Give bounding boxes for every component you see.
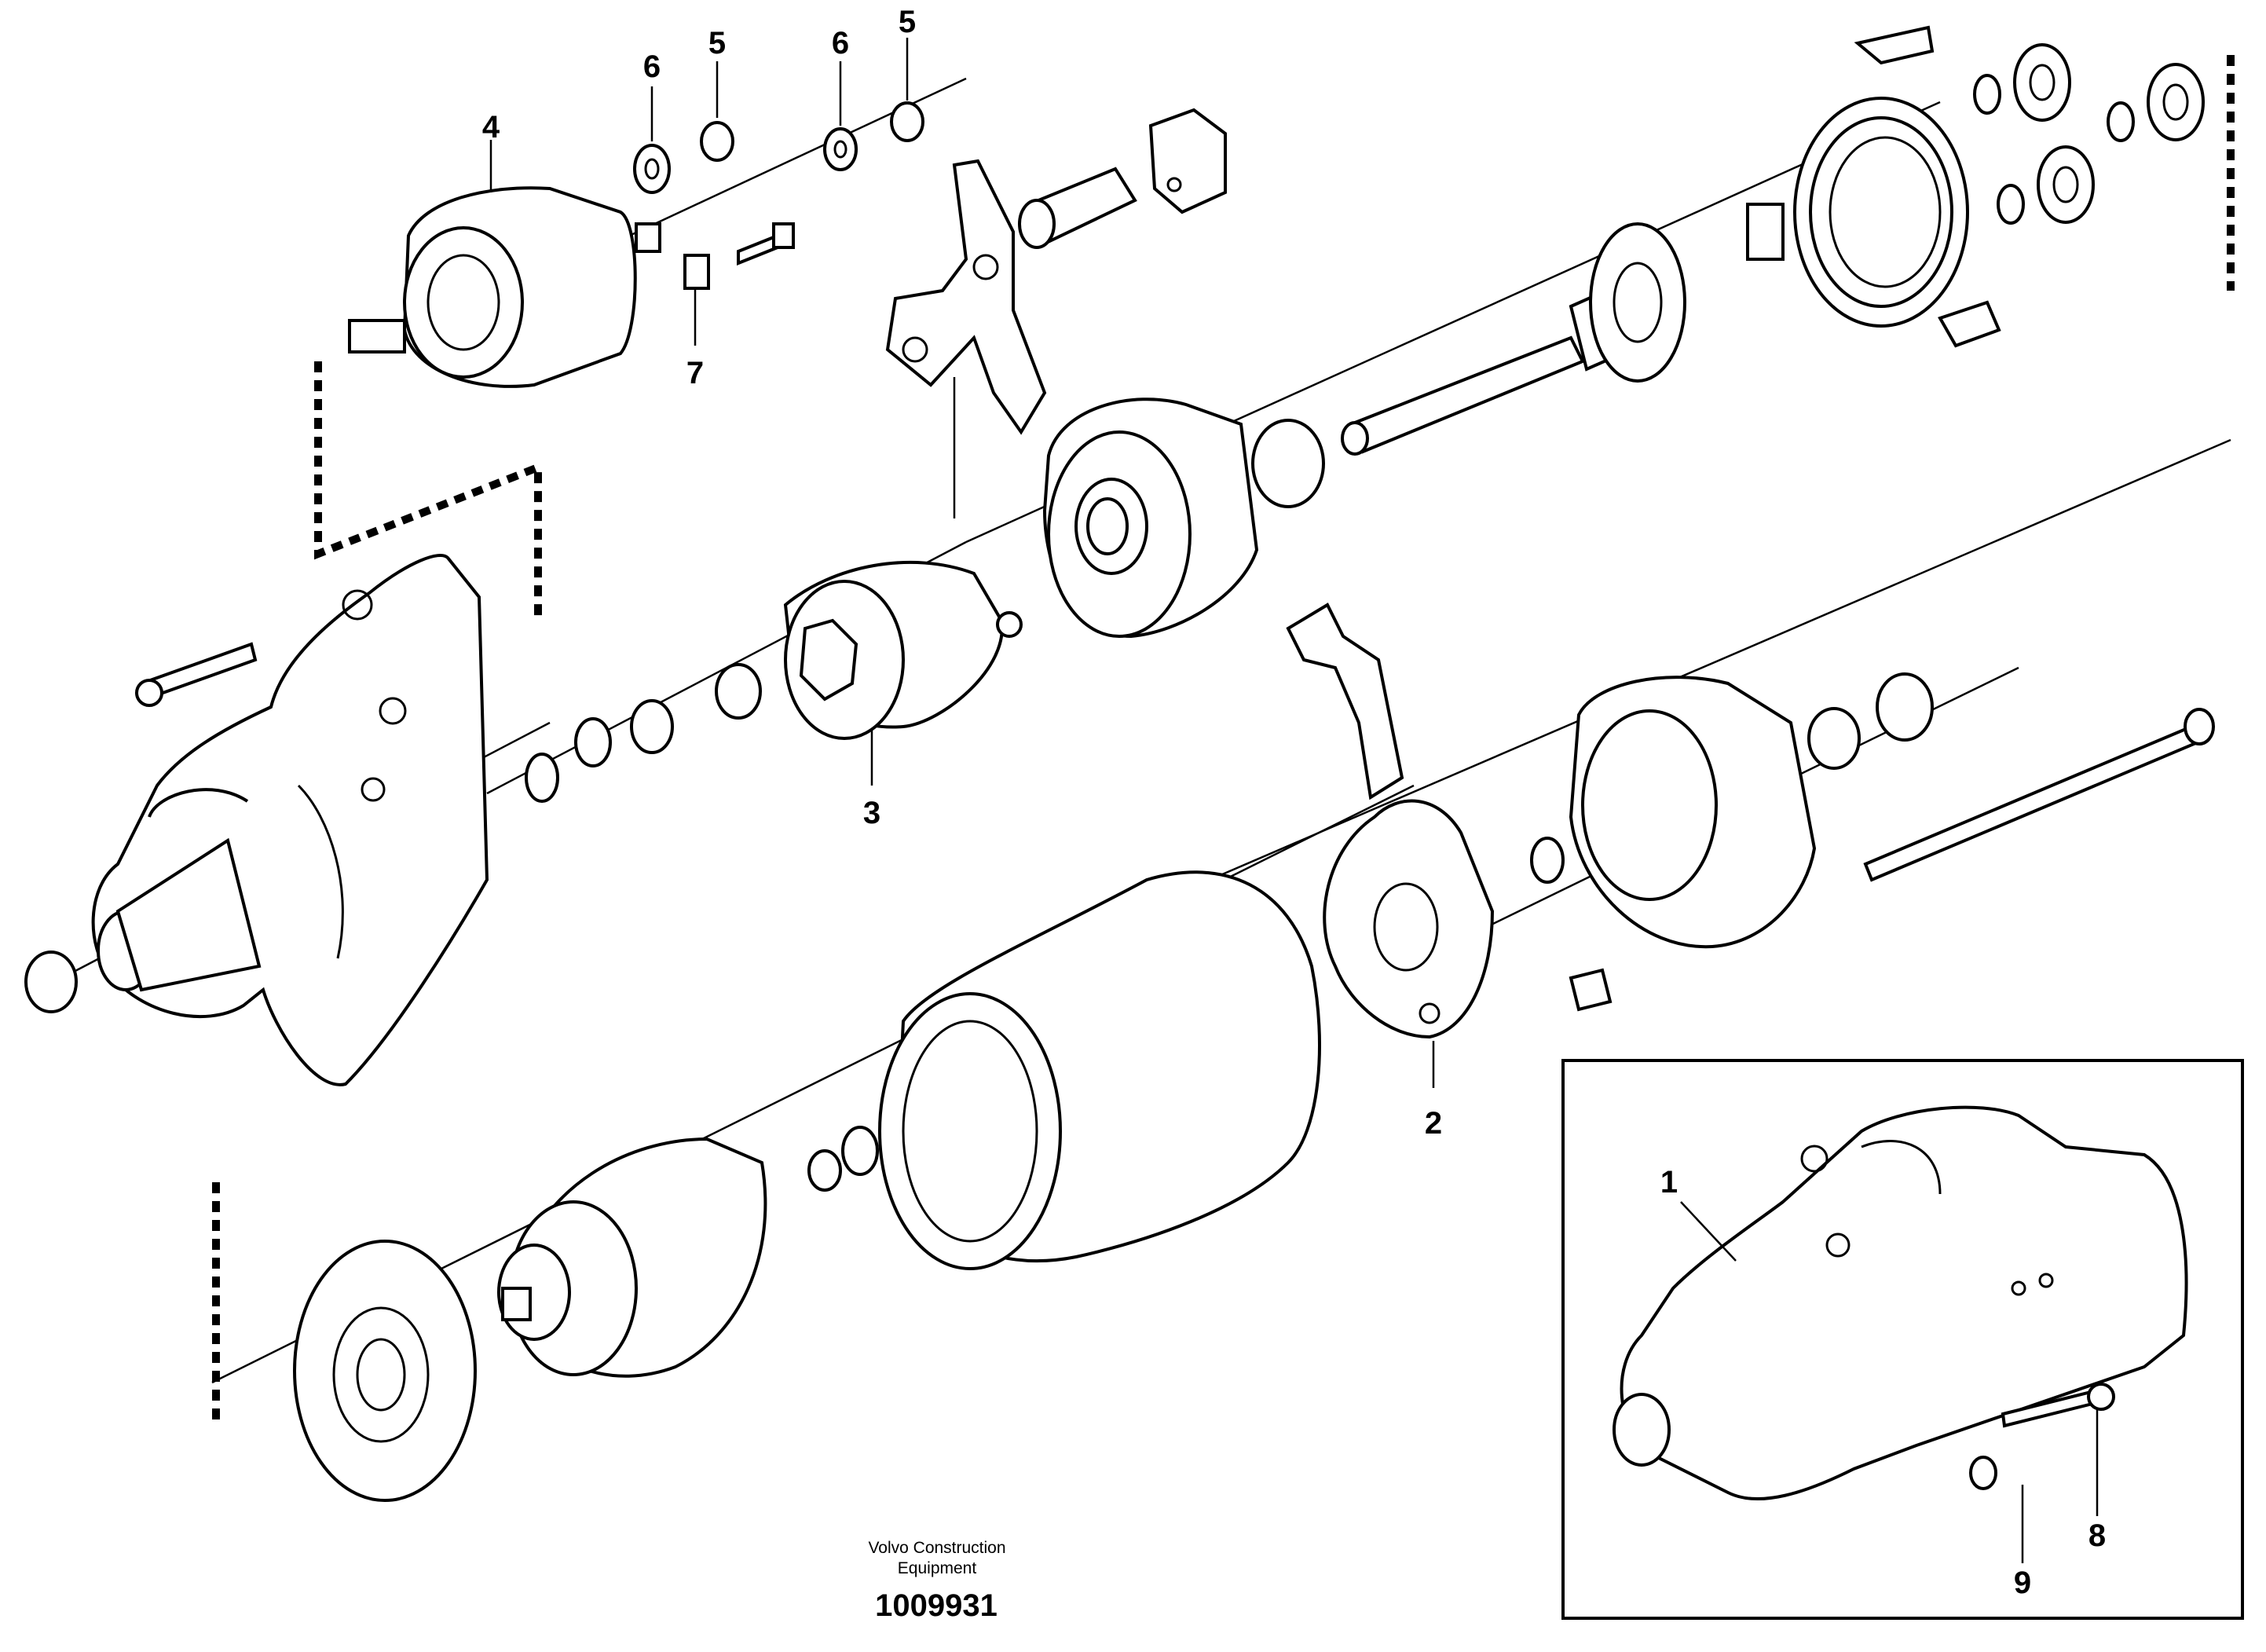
callout-5a: 5 [708, 26, 727, 60]
through-bolt [1863, 708, 2215, 882]
callout-6b: 6 [831, 26, 850, 60]
washers-and-nuts [633, 101, 924, 194]
planet-gears [1973, 43, 2205, 225]
caption-line-1: Volvo Construction [868, 1539, 1006, 1557]
callout-2: 2 [1424, 1106, 1443, 1141]
callout-7: 7 [686, 356, 705, 390]
shift-fork [885, 159, 1047, 435]
callout-8: 8 [2088, 1518, 2107, 1553]
shield-plate [293, 1240, 477, 1502]
armature [497, 1137, 842, 1378]
intermediate-bearing [1042, 397, 1325, 639]
drive-end-housing [24, 554, 489, 1086]
brush-holder-part-2 [1286, 603, 1495, 1039]
callout-1: 1 [1660, 1165, 1678, 1200]
drive-end-bolt [135, 642, 258, 707]
callout-9: 9 [2013, 1566, 2032, 1600]
ring-gear [1746, 25, 2001, 348]
callout-3: 3 [862, 796, 881, 830]
bolt-part-7 [683, 222, 795, 290]
publisher-caption: Volvo Construction Equipment [868, 1538, 1005, 1579]
callout-4: 4 [481, 110, 500, 145]
callout-6a: 6 [642, 49, 661, 84]
field-frame [841, 870, 1321, 1270]
solenoid-part [348, 186, 661, 388]
commutator-end-frame [1530, 676, 1817, 1012]
drive-axis-rings [525, 663, 762, 803]
plunger-and-bracket [1018, 108, 1227, 249]
caption-line-2: Equipment [897, 1559, 977, 1577]
callout-leader-lines [489, 38, 2099, 1563]
drawing-number: 1009931 [875, 1588, 998, 1623]
planetary-shaft [1341, 222, 1686, 456]
pinion-drive-part-3 [783, 560, 1023, 740]
assembled-starter-inset [1561, 1059, 2244, 1620]
callout-5b: 5 [898, 5, 917, 39]
end-bushings [1807, 672, 1934, 770]
